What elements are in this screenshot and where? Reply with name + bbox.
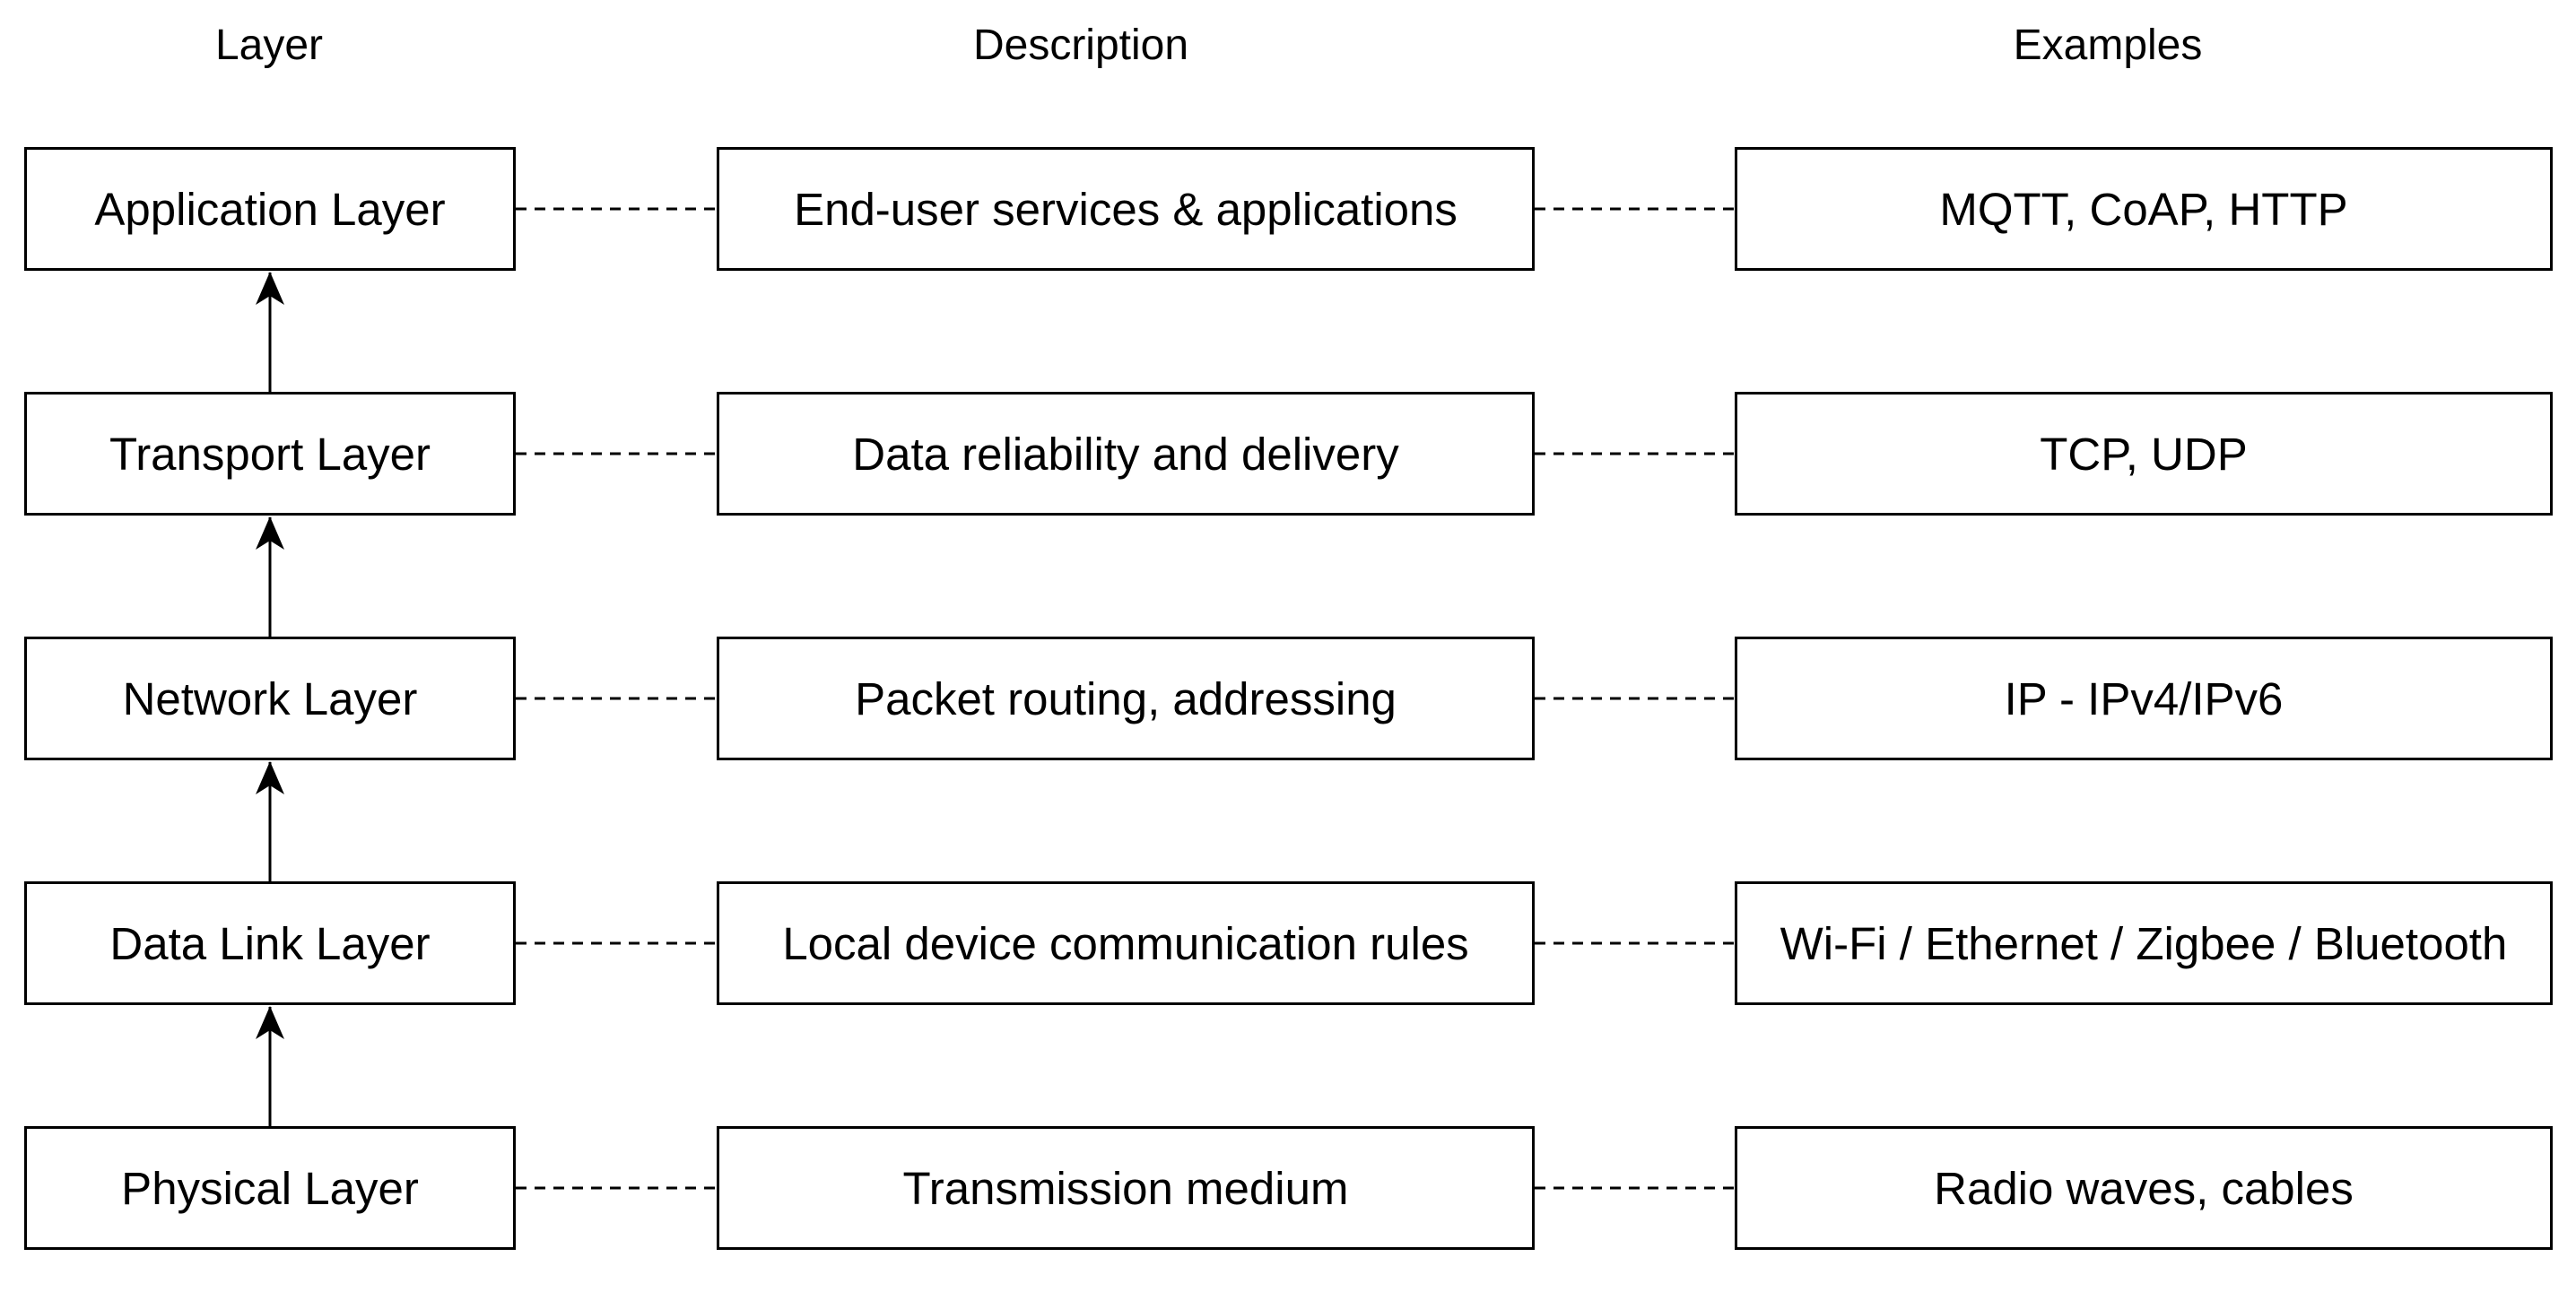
layer-box-network: Network Layer: [24, 637, 516, 760]
examples-column-header: Examples: [2013, 22, 2203, 69]
examples-box-application: MQTT, CoAP, HTTP: [1735, 147, 2553, 271]
description-box-transport: Data reliability and delivery: [717, 392, 1535, 516]
description-box-data-link: Local device communication rules: [717, 881, 1535, 1005]
layer-column-header: Layer: [214, 22, 324, 69]
layer-box-transport: Transport Layer: [24, 392, 516, 516]
description-box-physical: Transmission medium: [717, 1126, 1535, 1250]
description-column-header: Description: [972, 22, 1189, 69]
examples-box-physical: Radio waves, cables: [1735, 1126, 2553, 1250]
layer-box-data-link: Data Link Layer: [24, 881, 516, 1005]
layer-box-application: Application Layer: [24, 147, 516, 271]
examples-box-network: IP - IPv4/IPv6: [1735, 637, 2553, 760]
layer-box-physical: Physical Layer: [24, 1126, 516, 1250]
examples-box-data-link: Wi-Fi / Ethernet / Zigbee / Bluetooth: [1735, 881, 2553, 1005]
description-box-application: End-user services & applications: [717, 147, 1535, 271]
arrowhead-1: [256, 272, 284, 305]
examples-box-transport: TCP, UDP: [1735, 392, 2553, 516]
arrowhead-4: [256, 1006, 284, 1039]
arrowhead-2: [256, 516, 284, 550]
description-box-network: Packet routing, addressing: [717, 637, 1535, 760]
arrowhead-3: [256, 761, 284, 794]
